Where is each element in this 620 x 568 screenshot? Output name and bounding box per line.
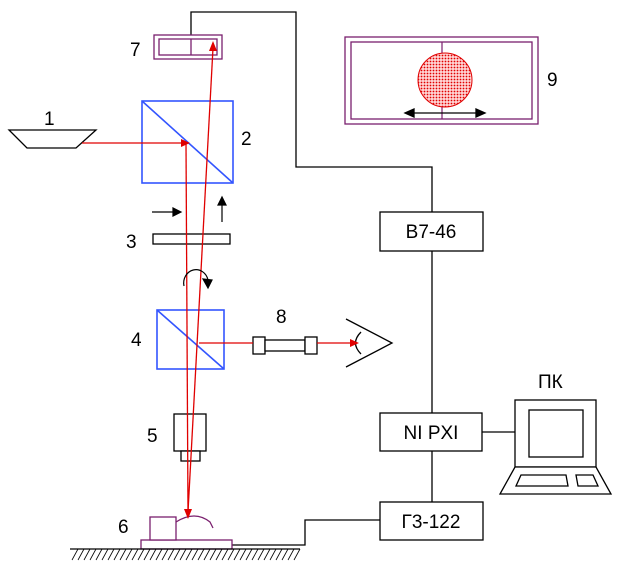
laser-beams <box>82 47 355 513</box>
laser-spot <box>417 52 473 108</box>
beam-arrowheads <box>181 41 359 519</box>
b7-46-label: В7-46 <box>406 222 457 243</box>
beam-splitter-cube-2 <box>141 100 234 184</box>
g3-122-box: Г3-122 <box>379 501 484 541</box>
label-8: 8 <box>276 307 287 328</box>
laser-source <box>7 129 98 149</box>
pc-keyboard-keys <box>514 474 569 487</box>
pc-keyboard <box>498 466 613 495</box>
beam-reflected-up <box>187 47 214 513</box>
ni-pxi-box: NI PXI <box>379 412 483 452</box>
wire-photodetector-to-b7-46 <box>190 11 433 212</box>
label-9: 9 <box>547 70 558 91</box>
objective-lens-5 <box>173 413 207 462</box>
beam-down <box>185 142 189 513</box>
label-4: 4 <box>131 330 142 351</box>
eyepiece-tube-8 <box>252 336 318 355</box>
label-6: 6 <box>118 517 129 538</box>
wiring <box>190 11 515 546</box>
ground-hatch <box>71 548 301 561</box>
ni-pxi-label: NI PXI <box>404 423 459 444</box>
label-7: 7 <box>130 40 141 61</box>
polarization-indicators <box>152 195 227 290</box>
stage-block <box>149 516 177 541</box>
b7-46-box: В7-46 <box>379 211 484 252</box>
label-2: 2 <box>241 129 252 150</box>
rotation-arrow-icon <box>183 269 209 287</box>
pc-keyboard-pad <box>575 474 600 487</box>
pc-screen <box>528 409 584 458</box>
label-3: 3 <box>126 232 137 253</box>
stage-cantilever <box>175 515 214 529</box>
beam-splitter-cube-4 <box>156 309 225 370</box>
g3-122-label: Г3-122 <box>402 512 461 533</box>
label-5: 5 <box>147 426 158 447</box>
double-arrow-icon <box>403 107 487 119</box>
label-1: 1 <box>44 109 55 130</box>
sample-stage-6 <box>70 515 301 561</box>
wave-plate-3 <box>152 233 231 245</box>
pc-label: ПК <box>538 372 563 393</box>
stage-base <box>140 539 233 550</box>
detector-view-9 <box>344 36 539 125</box>
pc-computer-icon <box>498 399 613 495</box>
wire-g3-122-to-stage <box>232 519 380 546</box>
